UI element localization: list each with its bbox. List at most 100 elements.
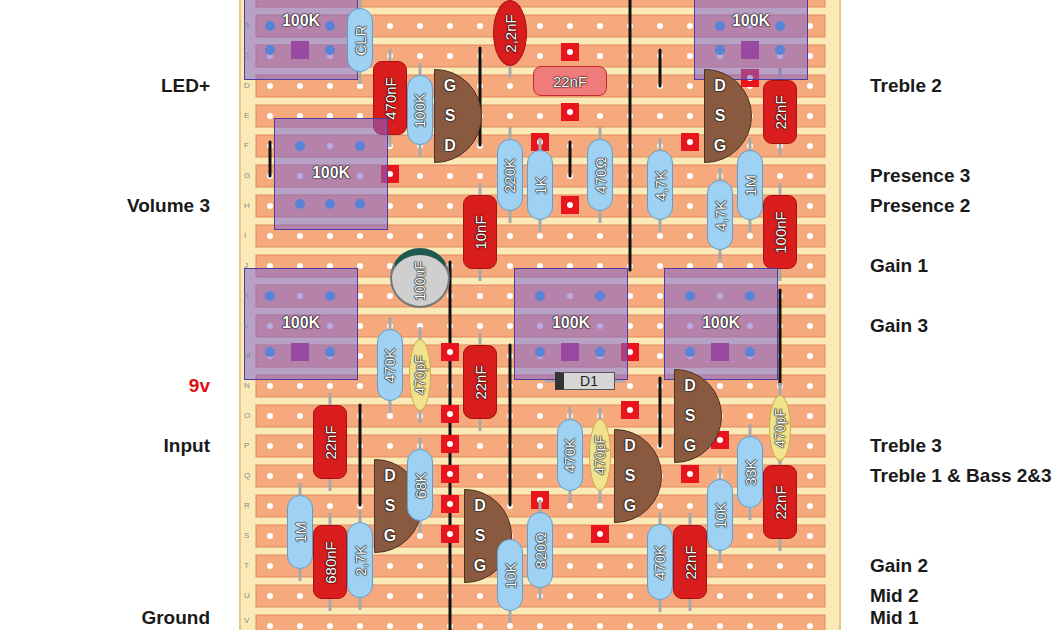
track-cut: [681, 133, 699, 151]
row-letter: J: [244, 261, 248, 271]
component-value: 100K: [282, 315, 320, 331]
strip-hole: [687, 471, 693, 477]
connection-label: Treble 2: [870, 75, 942, 97]
track-cut: [591, 525, 609, 543]
connection-label: Volume 3: [127, 195, 210, 217]
strip-hole: [777, 173, 783, 179]
track-cut: [441, 495, 459, 513]
strip-hole: [357, 383, 363, 389]
electrolytic-capacitor: 100uF: [390, 248, 450, 308]
ceramic-capacitor: 470pF: [769, 395, 791, 461]
strip-hole: [327, 623, 333, 629]
resistor: 10K: [497, 539, 523, 611]
component-value: D1: [580, 374, 598, 388]
component-value: CLR: [353, 25, 368, 55]
strip-hole: [747, 383, 753, 389]
component-value: 1K: [532, 176, 547, 194]
row-letter: T: [244, 561, 249, 571]
component-value: 100K: [282, 13, 320, 29]
strip-hole: [807, 503, 813, 509]
component-value: 470K: [383, 347, 398, 382]
film-capacitor: 10nF: [463, 195, 497, 269]
jfet-transistor: DSG: [704, 69, 752, 163]
strip-hole: [807, 83, 813, 89]
component-value: G: [375, 521, 405, 551]
strip-hole: [387, 233, 393, 239]
connection-label: Gain 2: [870, 555, 928, 577]
component-value: 22nF: [683, 545, 698, 579]
strip-hole: [537, 473, 543, 479]
strip-hole: [687, 173, 693, 179]
strip-hole: [447, 349, 453, 355]
strip-hole: [807, 533, 813, 539]
potentiometer: 100K: [244, 268, 358, 380]
track-cut: [561, 196, 579, 214]
strip-hole: [777, 623, 783, 629]
strip-hole: [807, 353, 813, 359]
diode: D1: [555, 372, 615, 390]
strip-hole: [477, 473, 483, 479]
connection-label: Ground: [141, 607, 210, 629]
row-letter: P: [244, 441, 249, 451]
wire-link: [629, 0, 632, 270]
component-value: 470nF: [383, 77, 398, 120]
component-value: S: [375, 491, 405, 521]
strip-hole: [657, 293, 663, 299]
strip-hole: [537, 113, 543, 119]
strip-hole: [597, 563, 603, 569]
strip-hole: [567, 109, 573, 115]
component-value: 33K: [743, 459, 758, 486]
resistor: 470Ω: [587, 139, 613, 211]
component-value: 470pF: [413, 355, 427, 395]
ceramic-capacitor: 470pF: [409, 339, 431, 411]
strip-hole: [807, 593, 813, 599]
connection-label: LED+: [161, 75, 210, 97]
component-value: G: [465, 551, 495, 581]
strip-hole: [627, 383, 633, 389]
strip-hole: [717, 593, 723, 599]
strip-hole: [507, 623, 513, 629]
connection-label: Input: [164, 435, 210, 457]
film-capacitor: 22nF: [673, 525, 707, 599]
component-value: 820Ω: [533, 532, 548, 568]
connection-label: Treble 3: [870, 435, 942, 457]
connection-label: Gain 3: [870, 315, 928, 337]
component-value: G: [675, 431, 705, 461]
strip-hole: [327, 503, 333, 509]
strip-hole: [747, 563, 753, 569]
component-value: G: [615, 491, 645, 521]
component-value: G: [705, 131, 735, 161]
film-capacitor: 680nF: [313, 525, 347, 599]
component-value: S: [435, 101, 465, 131]
row-letter: N: [244, 381, 250, 391]
wire-link: [569, 142, 572, 176]
strip-hole: [597, 233, 603, 239]
component-value: 100K: [552, 315, 590, 331]
strip-hole: [267, 383, 273, 389]
connection-label: 9v: [189, 375, 210, 397]
strip-hole: [507, 113, 513, 119]
strip-hole: [297, 623, 303, 629]
strip-hole: [387, 623, 393, 629]
strip-hole: [267, 563, 273, 569]
component-value: 10K: [713, 502, 728, 529]
strip-hole: [357, 623, 363, 629]
component-value: D: [615, 431, 645, 461]
strip-hole: [267, 623, 273, 629]
potentiometer: 100K: [694, 0, 808, 80]
jfet-transistor: GSD: [434, 69, 482, 163]
strip-hole: [627, 407, 633, 413]
strip-hole: [417, 173, 423, 179]
strip-hole: [507, 263, 513, 269]
track-cut: [441, 435, 459, 453]
strip-hole: [807, 293, 813, 299]
strip-hole: [417, 53, 423, 59]
connection-label: Gain 1: [870, 255, 928, 277]
wire-link: [269, 142, 272, 176]
component-value: 4,7K: [653, 170, 668, 201]
strip-hole: [567, 623, 573, 629]
row-letter: I: [244, 231, 246, 241]
strip-hole: [267, 83, 273, 89]
row-letter: E: [244, 111, 249, 121]
component-value: 2,7K: [353, 545, 368, 576]
